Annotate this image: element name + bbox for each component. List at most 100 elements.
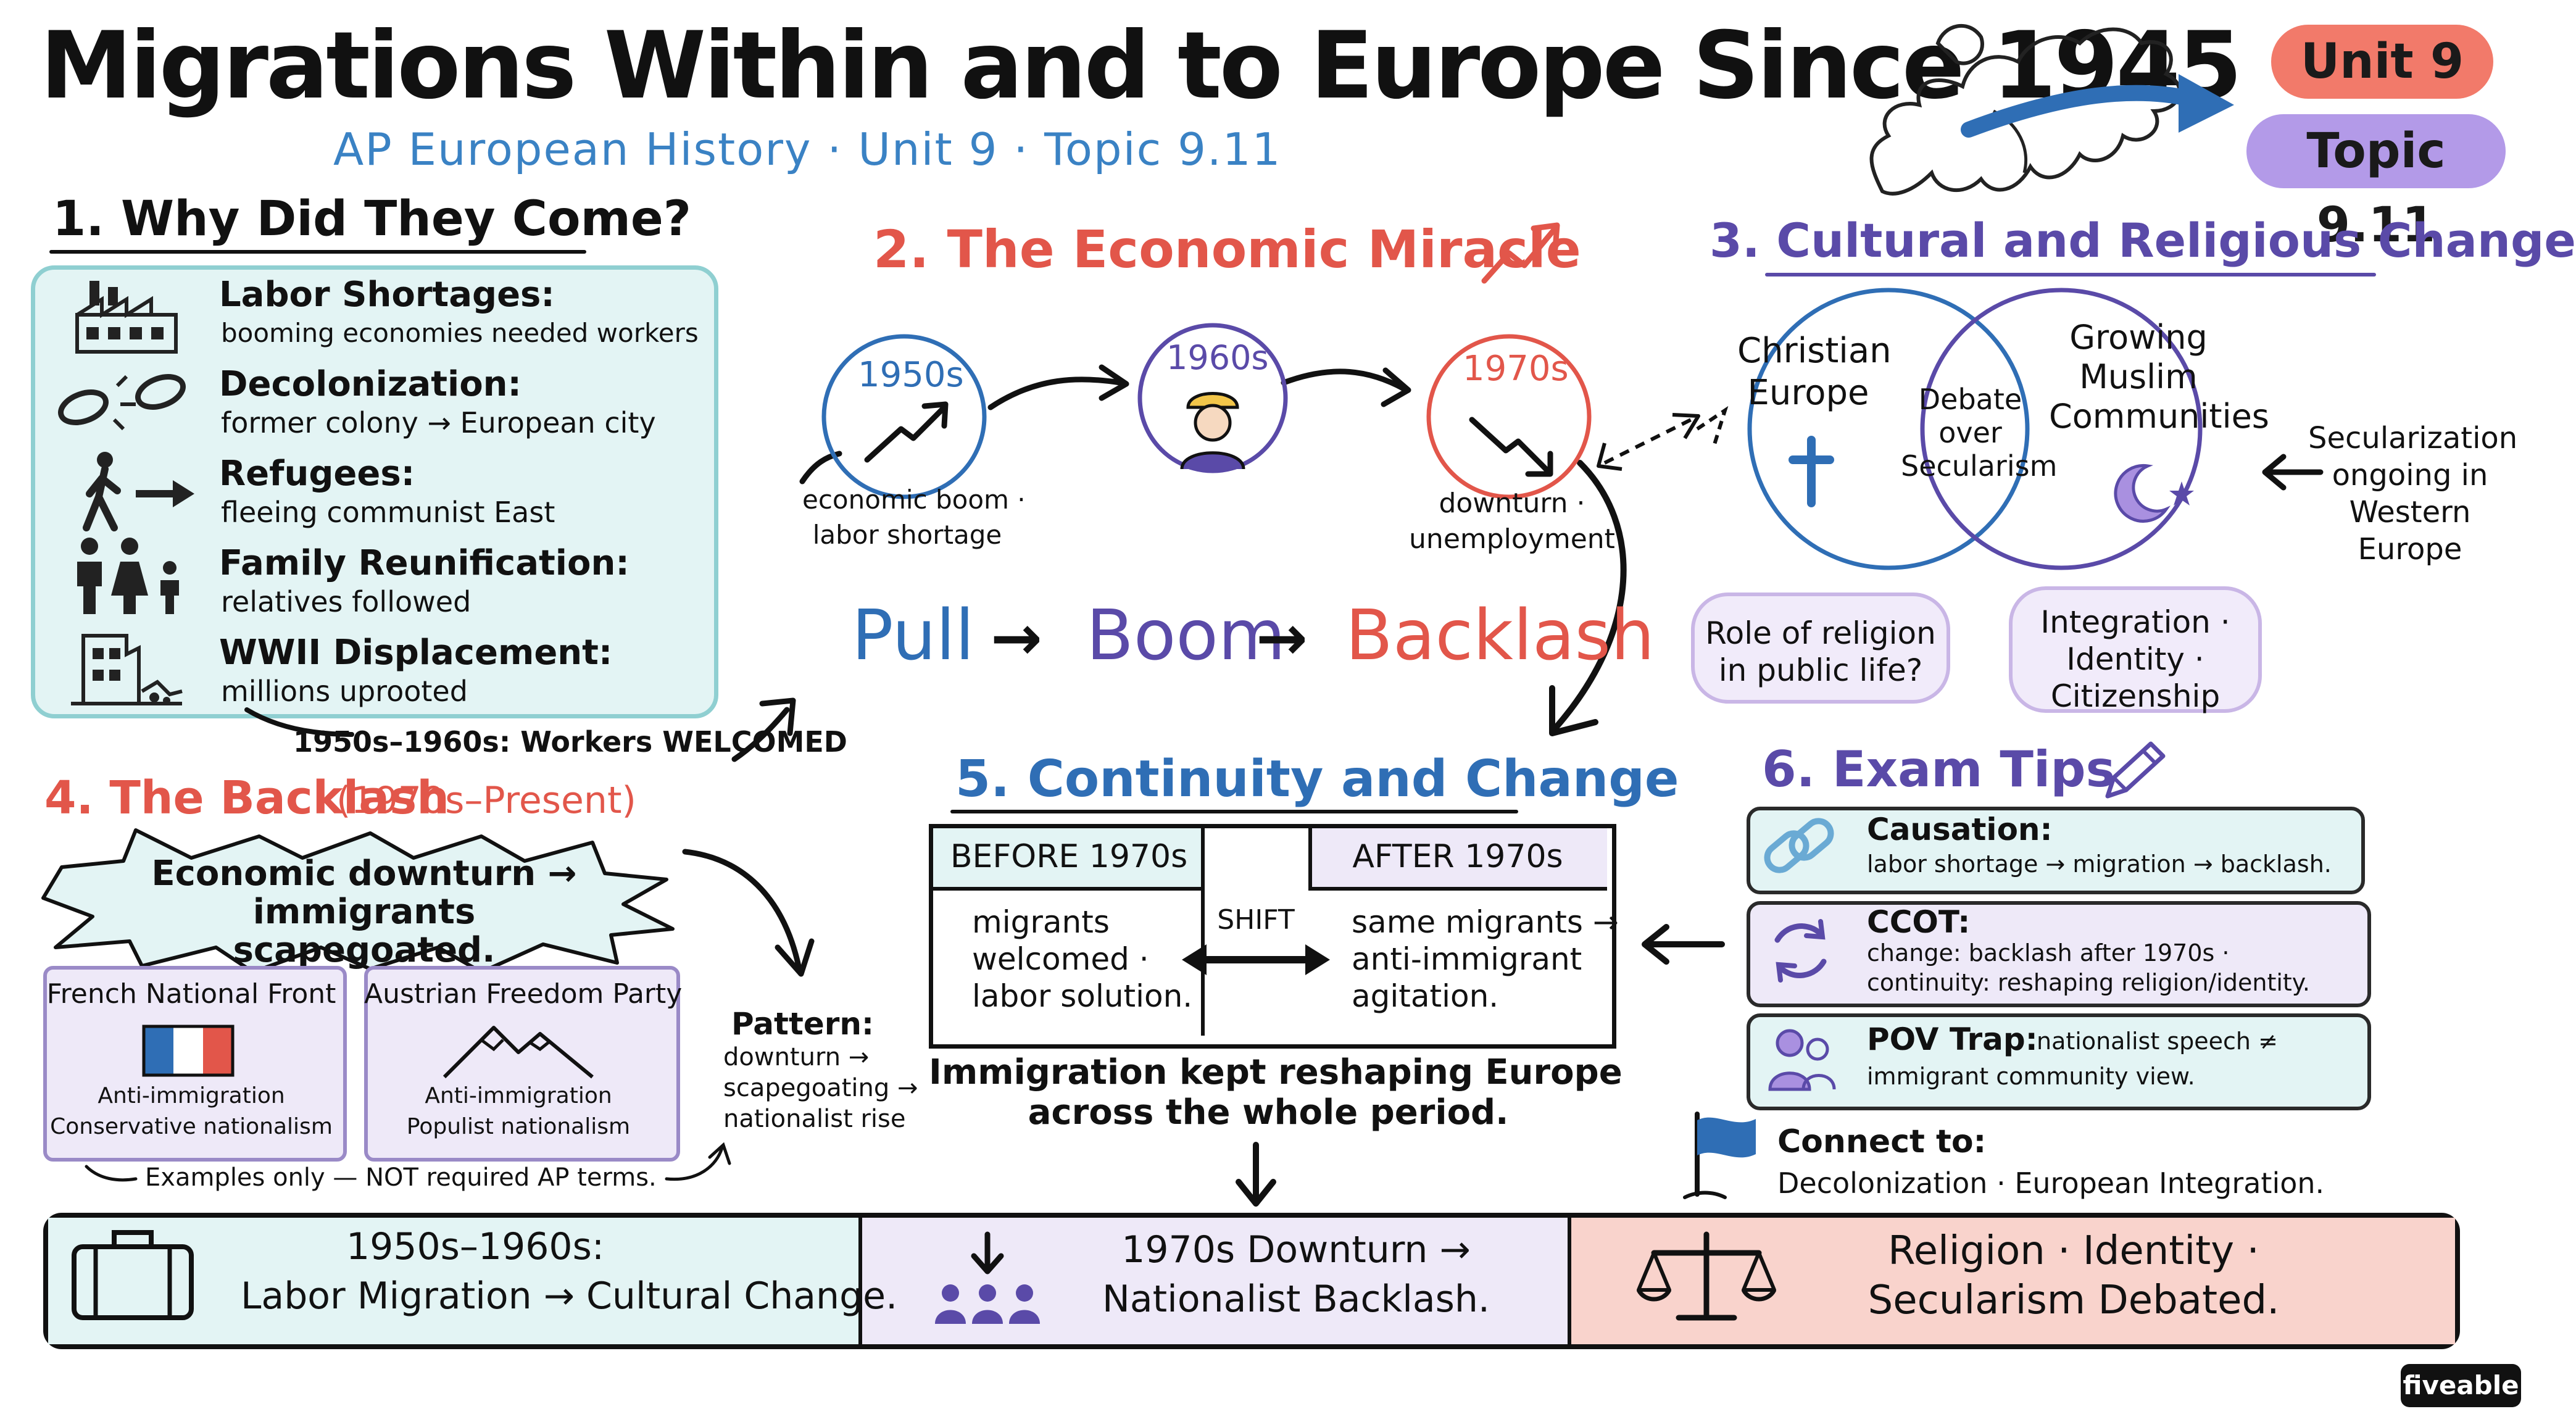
party-austrian-name: Austrian Freedom Party (364, 978, 683, 1010)
chain-link-icon (1764, 818, 1834, 873)
before-header-cell (933, 828, 1205, 891)
era-1960s-label: 1960s (1166, 338, 1269, 377)
welcomed-arrow (244, 697, 796, 762)
flow-backlash: Backlash (1345, 596, 1655, 676)
reason-labor-detail: booming economies needed workers (221, 318, 699, 348)
era-1950s-circle (821, 334, 987, 499)
walking-person-icon (83, 452, 194, 531)
pattern-line-2: scapegoating → (723, 1074, 918, 1102)
flow-arrow-2: → (1256, 602, 1308, 674)
before-line-2: welcomed · (972, 941, 1149, 977)
era-1950s-caption-1: economic boom · (802, 484, 1026, 515)
tip-causation-heading: Causation: (1867, 812, 2053, 847)
venn-left-label: Christian Europe (1737, 331, 1892, 413)
venn-right-label: Growing Muslim Communities (2049, 318, 2269, 436)
change-table (929, 824, 1616, 1049)
people-icon (1768, 1029, 1836, 1091)
tip-causation-card (1747, 807, 2365, 894)
section4-title: 4. The Backlash (44, 771, 449, 825)
flow-arrow-1: → (991, 602, 1042, 674)
page-title: Migrations Within and to Europe Since 19… (40, 12, 2242, 120)
venn-link-arrow (1597, 413, 1700, 471)
section5-underline (950, 810, 1518, 813)
tip-pov-inline: nationalist speech ≠ (2037, 1028, 2278, 1055)
tip-pov-heading: POV Trap: (1867, 1021, 2038, 1057)
after-line-2: anti-immigrant (1352, 941, 1582, 977)
topic-badge: Topic 9.11 (2246, 114, 2506, 253)
tip-ccot-card (1747, 901, 2371, 1007)
party-austrian-card (364, 966, 680, 1162)
era-1970s-circle (1426, 334, 1592, 499)
broken-chain-icon (58, 374, 186, 431)
down-arrow-summary (1236, 1142, 1276, 1207)
party-french-name: French National Front (46, 978, 336, 1010)
era-1970s-label: 1970s (1463, 349, 1569, 389)
party-austrian-line2: Populist nationalism (406, 1114, 631, 1139)
connect-value: Decolonization · European Integration. (1777, 1166, 2325, 1200)
section3-underline (1765, 273, 2376, 276)
flow-pull: Pull (852, 596, 974, 676)
secularization-note: Secularization ongoing in Western Europe (2308, 421, 2518, 567)
trend-up-icon (1481, 222, 1560, 284)
summary-3-line2: Secularism Debated. (1868, 1278, 2280, 1323)
french-flag-icon (142, 1025, 235, 1077)
era-1960s-circle (1137, 323, 1288, 473)
section6-title: 6. Exam Tips (1762, 741, 2116, 798)
era-1970s-caption-1: downturn · (1439, 488, 1585, 519)
flow-boom: Boom (1086, 596, 1286, 676)
era-1950s-caption-2: labor shortage (812, 520, 1002, 550)
integration-bubble: Integration · Identity · Citizenship (2009, 586, 2262, 714)
after-line-1: same migrants → (1352, 904, 1619, 940)
europe-map-icon (1869, 24, 2234, 196)
venn-overlap-label: Debate over Secularism (1901, 383, 2058, 483)
tip-pov-line1: immigrant community view. (1867, 1063, 2195, 1090)
summary-line-1: Immigration kept reshaping Europe (929, 1052, 1622, 1092)
after-line-3: agitation. (1352, 978, 1499, 1014)
mountains-icon (442, 1026, 594, 1079)
tip-ccot-heading: CCOT: (1867, 904, 1971, 940)
connect-label: Connect to: (1777, 1123, 1987, 1160)
party-french-line1: Anti-immigration (98, 1083, 285, 1108)
era-1970s-caption-2: unemployment (1409, 523, 1615, 555)
section4-dates: (1970s–Present) (336, 779, 636, 822)
reason-refugees-detail: fleeing communist East (221, 496, 555, 529)
summary-1-line1: 1950s–1960s: (346, 1225, 605, 1268)
party-french-card (43, 966, 347, 1162)
ruined-building-icon (71, 634, 183, 705)
examples-note: Examples only — NOT required AP terms. (145, 1163, 657, 1192)
before-line-3: labor solution. (972, 978, 1193, 1014)
tip-ccot-line1: change: backlash after 1970s · (1867, 939, 2230, 967)
summary-bar-segment-3 (1571, 1218, 2455, 1344)
burst-shape (41, 828, 675, 974)
tip-ccot-line2: continuity: reshaping religion/identity. (1867, 969, 2310, 996)
scales-icon (1636, 1231, 1777, 1321)
pencil-icon (2105, 741, 2166, 799)
pattern-title: Pattern: (731, 1006, 875, 1042)
era-1950s-label: 1950s (858, 355, 964, 395)
unit-badge: Unit 9 (2271, 25, 2493, 99)
page-subtitle: AP European History · Unit 9 · Topic 9.1… (333, 123, 1282, 175)
reason-wwii-detail: millions uprooted (221, 675, 468, 708)
after-header-cell (1308, 828, 1607, 891)
shift-label: SHIFT (1217, 904, 1295, 936)
summary-2-line2: Nationalist Backlash. (1102, 1278, 1490, 1321)
reason-decolonization-heading: Decolonization: (219, 364, 521, 404)
secularization-arrow (2262, 454, 2324, 491)
tips-to-table-arrow (1642, 924, 1725, 965)
crowd-down-icon (935, 1231, 1040, 1324)
section2-title: 2. The Economic Miracle (873, 219, 1581, 280)
before-header: BEFORE 1970s (950, 838, 1188, 875)
tip-pov-card (1747, 1013, 2371, 1110)
section1-underline (49, 250, 586, 254)
pattern-line-1: downturn → (723, 1043, 870, 1071)
burst-text: Economic downturn → immigrants scapegoat… (151, 854, 577, 970)
pattern-line-3: nationalist rise (723, 1105, 906, 1133)
reason-decolonization-detail: former colony → European city (221, 406, 656, 439)
venn-diagram (1696, 288, 2203, 570)
reason-refugees-heading: Refugees: (219, 454, 415, 494)
summary-line-2: across the whole period. (1028, 1092, 1509, 1133)
era-connectors (799, 364, 1627, 736)
shift-arrow (1182, 944, 1330, 975)
reason-labor-heading: Labor Shortages: (219, 275, 555, 315)
family-icon (77, 538, 179, 614)
